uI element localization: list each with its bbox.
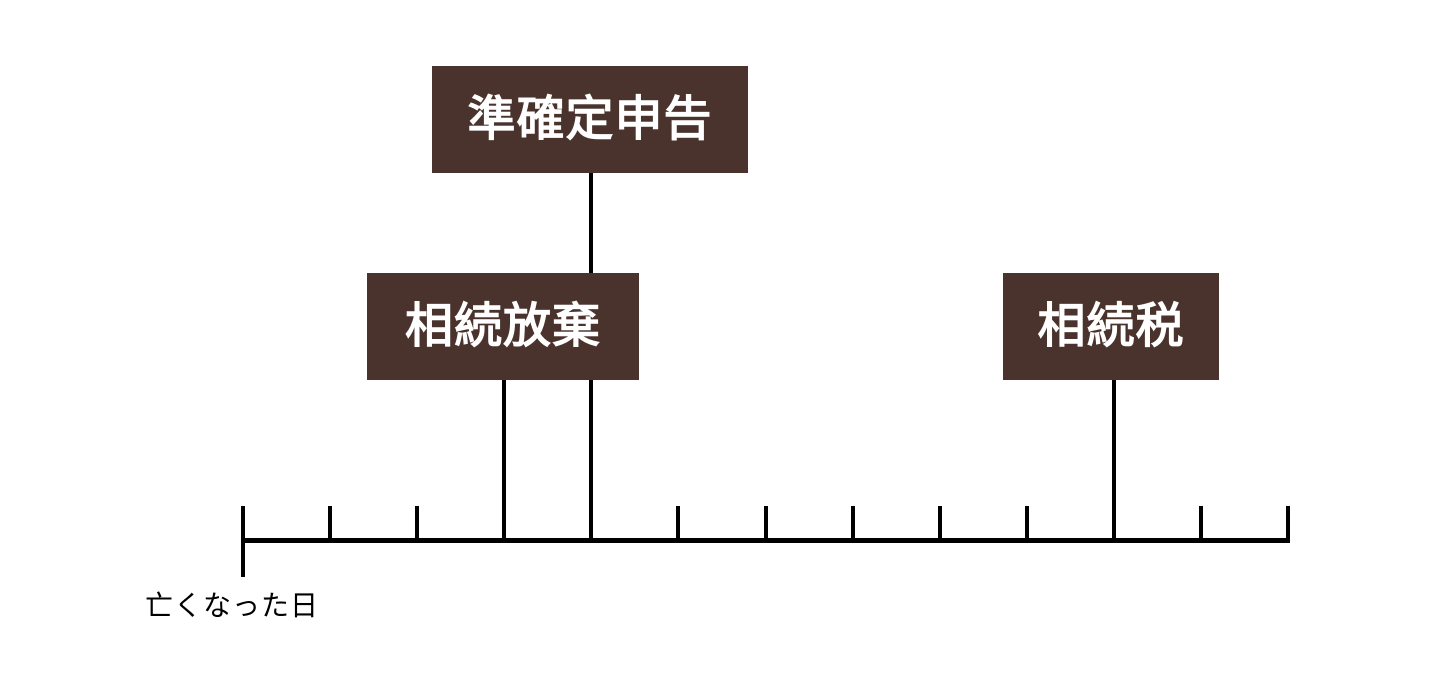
month-tick	[1199, 506, 1203, 543]
month-tick	[851, 506, 855, 543]
box-junkakutei-shinkoku: 準確定申告	[432, 66, 748, 173]
death-day-tick	[241, 506, 245, 577]
month-tick	[676, 506, 680, 543]
box-junkakutei-label: 準確定申告	[467, 92, 713, 146]
death-day-label: 亡くなった日	[145, 590, 320, 621]
month-tick	[1286, 506, 1290, 543]
connector-souzoku-houki-to-timeline	[502, 380, 506, 543]
month-tick	[415, 506, 419, 543]
month-tick	[938, 506, 942, 543]
box-souzoku-zei: 相続税	[1003, 273, 1219, 380]
month-tick	[764, 506, 768, 543]
month-tick	[328, 506, 332, 543]
month-tick	[1025, 506, 1029, 543]
box-souzoku-houki-label: 相続放棄	[404, 299, 601, 353]
box-souzoku-zei-label: 相続税	[1037, 299, 1185, 353]
box-souzoku-houki: 相続放棄	[367, 273, 639, 380]
connector-souzoku-zei-to-timeline	[1112, 380, 1116, 543]
